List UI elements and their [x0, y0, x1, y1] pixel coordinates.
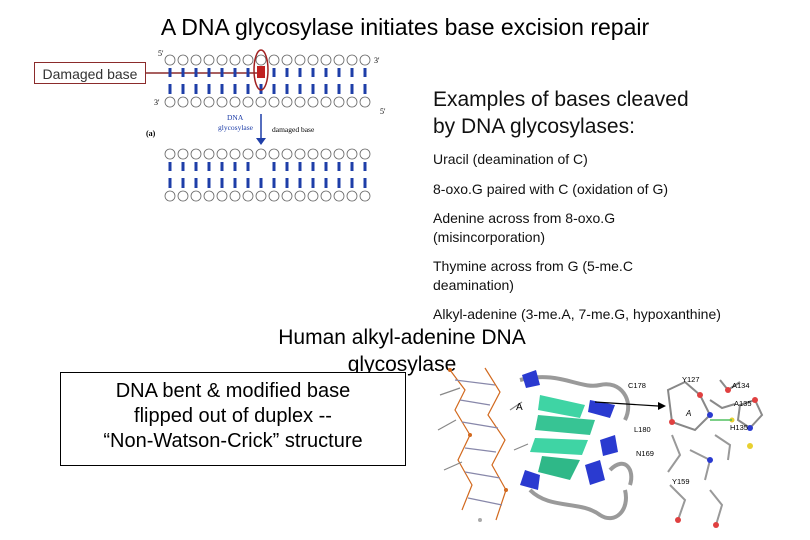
examples-heading-line2: by DNA glycosylases: [433, 115, 635, 138]
enzyme-label-line2: glycosylase [218, 123, 254, 132]
damaged-base-label: Damaged base [34, 62, 146, 84]
structure-label-a-left: A [516, 402, 523, 413]
enzyme-step: DNA glycosylase damaged base (a) [146, 113, 315, 145]
structure-label-a-inset: A [685, 409, 691, 418]
structure-label-l180: L180 [634, 425, 651, 434]
protein-structure-image: A C178 Y127 A134 A135 L180 H135 N169 Y15… [437, 367, 764, 528]
structure-label-h135: H135 [730, 423, 748, 432]
enzyme-label-line1: DNA [227, 113, 244, 122]
example-adenine-cont: (misincorporation) [433, 229, 546, 245]
damaged-base-circle [253, 49, 269, 91]
slide-title: A DNA glycosylase initiates base excisio… [160, 14, 650, 40]
example-alkyl-adenine: Alkyl-adenine (3-me.A, 7-me.G, hypoxanth… [433, 306, 721, 322]
three-prime-top: 3' [374, 56, 380, 65]
dna-bent-callout-box: DNA bent & modified base flipped out of … [60, 372, 406, 466]
five-prime-right: 5' [380, 107, 386, 116]
structure-label-y127: Y127 [682, 375, 700, 384]
active-site-inset: C178 Y127 A134 A135 L180 H135 N169 Y159 … [628, 375, 764, 528]
enzyme-subheading: Human alkyl-adenine DNA glycosylase [247, 324, 557, 378]
example-adenine: Adenine across from 8-oxo.G [433, 210, 616, 226]
top-duplex: 5' 3' 3' 5' [154, 49, 386, 116]
example-uracil: Uracil (deamination of C) [433, 151, 588, 167]
subheading-line1: Human alkyl-adenine DNA [278, 326, 526, 349]
example-thymine-cont: deamination) [433, 277, 514, 293]
bent-box-line1: DNA bent & modified base [115, 380, 351, 402]
removed-base-label: damaged base [272, 125, 315, 134]
panel-label: (a) [146, 129, 156, 138]
three-prime-left: 3' [154, 98, 160, 107]
protein-ribbon [519, 370, 634, 521]
structure-label-a134: A134 [732, 381, 750, 390]
example-thymine: Thymine across from G (5-me.C [433, 258, 633, 274]
examples-heading-line1: Examples of bases cleaved [433, 88, 689, 111]
flip-arrow [594, 401, 666, 410]
five-prime-top: 5' [158, 49, 164, 58]
examples-heading: Examples of bases cleaved by DNA glycosy… [433, 86, 689, 140]
dna-duplex-diagram: 5' 3' 3' 5' DNA glycosylase damaged base… [146, 49, 386, 202]
structure-label-n169: N169 [636, 449, 654, 458]
structure-label-c178: C178 [628, 381, 646, 390]
bent-box-line2: flipped out of duplex -- [134, 405, 332, 427]
structure-label-y159: Y159 [672, 477, 690, 486]
bent-box-line3: “Non-Watson-Crick” structure [103, 430, 363, 452]
subheading-line2: glycosylase [347, 353, 457, 376]
example-8-oxo-g: 8-oxo.G paired with C (oxidation of G) [433, 181, 668, 197]
structure-label-a135: A135 [734, 399, 752, 408]
bottom-duplex [164, 148, 371, 202]
dna-molecule [437, 367, 529, 522]
